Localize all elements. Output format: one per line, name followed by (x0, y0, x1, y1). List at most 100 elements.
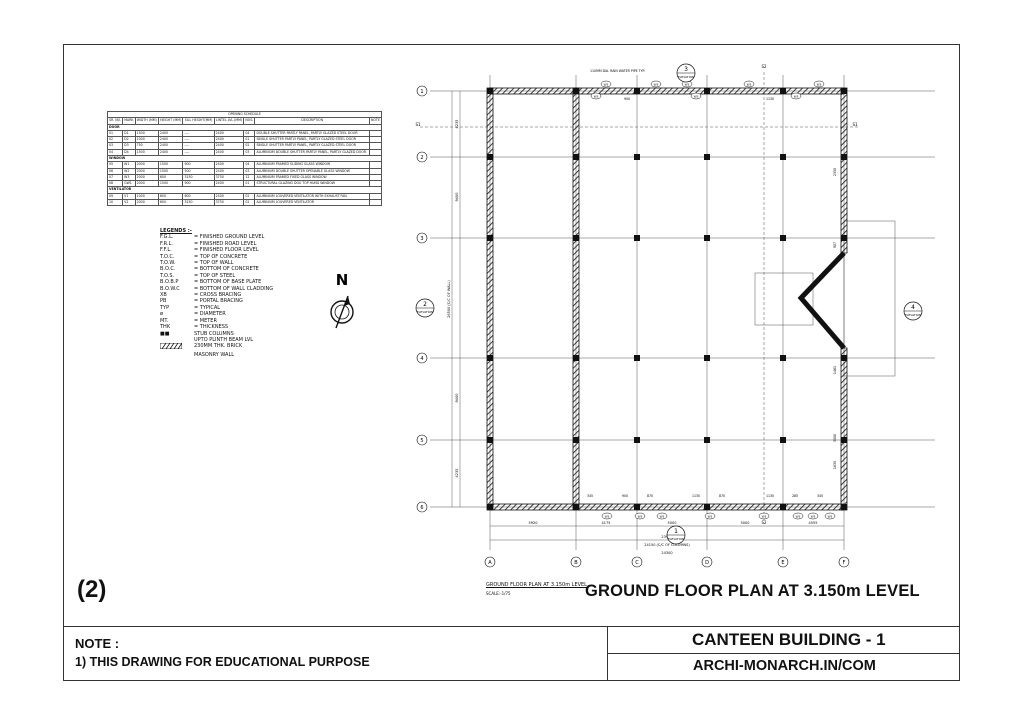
dim-right-text: 2350 (833, 168, 837, 176)
dim-opening-bottom-text: 870 (647, 494, 653, 498)
grid-bubble-row (416, 434, 428, 446)
legend-abbr: B.O.C. (160, 266, 176, 273)
legend-desc: = FINISHED GROUND LEVEL (194, 234, 265, 241)
legend-wall-row-2: MASONRY WALL (160, 352, 273, 358)
dim-opening-bottom-text: 345 (587, 494, 593, 498)
window-tag-text: W3 (708, 515, 713, 519)
column (573, 504, 579, 510)
window-tag-top (690, 92, 702, 100)
elevation-number: 1 (674, 528, 678, 535)
column (487, 154, 493, 160)
dim-vertical-overall-text: 26500 (C/C OF WALL) (447, 280, 451, 318)
window-tag-top (590, 92, 602, 100)
window-tag-text: W3 (654, 83, 659, 87)
schedule-cell: 600 (157, 198, 184, 207)
column (704, 235, 710, 241)
grid-label-row: 2 (420, 155, 423, 161)
dim-opening-bottom-text: 870 (719, 494, 725, 498)
north-label: N (336, 271, 349, 289)
column (573, 355, 579, 361)
legend-item: B.O.W.C= BOTTOM OF WALL CLADDING (160, 286, 273, 292)
porch-outline (843, 220, 896, 377)
legend-abbr: B.O.W.C (160, 285, 180, 292)
grid-label-col: E (781, 560, 784, 566)
drawing-title: GROUND FLOOR PLAN AT 3.150m LEVEL (585, 582, 920, 600)
schedule-cell: 02 (243, 198, 256, 207)
legend-abbr: T.O.C. (160, 253, 175, 260)
column (487, 355, 493, 361)
grid-bubble-col (838, 556, 850, 568)
legend-item: PB= PORTAL BRACING (160, 298, 273, 304)
elevation-label: ELEVATION (417, 310, 433, 314)
dim-overall-outer-text: 24300 (661, 551, 672, 555)
dim-bay-text: 4175 (602, 521, 611, 525)
grid-label-row: 5 (420, 438, 423, 444)
window-tag-text: W3 (762, 515, 767, 519)
legend-item: TYP= TYPICAL (160, 305, 273, 311)
legend-item: T.O.C. = TOP OF CONCRETE (160, 254, 273, 260)
legend-abbr: F.R.L. (160, 240, 173, 247)
wall-right-upper (840, 87, 848, 254)
legend-item: THK= THICKNESS (160, 324, 273, 330)
schedule-cell: ALUMINIUM LOUVERED VENTILATOR (254, 198, 370, 207)
window-tag-top (743, 80, 755, 88)
column (780, 154, 786, 160)
window-tag-bottom (824, 512, 836, 520)
dim-opening-bottom-text: 900 (622, 494, 628, 498)
grid-label-col: C (635, 560, 639, 566)
legend-item: XB= CROSS BRACING (160, 292, 273, 298)
wall-right-lower (840, 347, 848, 511)
wall-bottom (489, 503, 845, 511)
legend-item: B.O.B.P= BOTTOM OF BASE PLATE (160, 279, 273, 285)
wall-partition (572, 87, 580, 511)
dim-row-text: 4235 (455, 120, 459, 129)
window-tag-text: W3 (660, 515, 665, 519)
legend-desc: = TYPICAL (194, 304, 221, 311)
dim-row-text: 9400 (455, 394, 459, 403)
column (780, 88, 786, 94)
window-tag-text: W3 (694, 95, 699, 99)
window-tag-bottom (807, 512, 819, 520)
column (841, 235, 847, 241)
window-tag-bottom (634, 512, 646, 520)
legend-abbr: B.O.B.P (160, 279, 179, 286)
wall-angled-entrance (797, 251, 846, 350)
legend-item: ø = DIAMETER (160, 311, 273, 317)
column (573, 235, 579, 241)
grid-bubble-col (484, 556, 496, 568)
plan-scale: SCALE:-1/75 (486, 591, 511, 596)
legend: LEGENDS :- F.G.L. = FINISHED GROUND LEVEL… (159, 228, 273, 358)
legend-wall-text-2: MASONRY WALL (194, 351, 235, 358)
window-tag-text: W3 (747, 83, 752, 87)
column (704, 437, 710, 443)
schedule-cell: 10 (106, 198, 124, 207)
dim-opening-top-text: 900 (624, 97, 630, 101)
legend-desc: = TOP OF STEEL (194, 272, 236, 279)
dim-bay-text: 5000 (741, 521, 750, 525)
window-tag-top (650, 80, 662, 88)
grid-bubble-row (416, 501, 428, 513)
window-tag-text: W3 (794, 95, 799, 99)
legend-abbr: F.F.L. (160, 247, 172, 254)
column (780, 504, 786, 510)
legend-desc: = TOP OF CONCRETE (194, 253, 248, 260)
sheet-number: (2) (77, 576, 107, 603)
legend-abbr: F.G.L. (160, 234, 174, 241)
legend-wall-text: 230MM THK. BRICK (194, 343, 243, 350)
legend-title: LEGENDS :- (160, 228, 192, 234)
legend-desc: = DIAMETER (194, 311, 226, 318)
window-tag-text: W3 (605, 515, 610, 519)
legend-abbr: ø (160, 311, 164, 318)
wall-left (486, 87, 494, 511)
dim-bay-text: 5920 (529, 521, 538, 525)
window-tag-text: W3 (685, 83, 690, 87)
section-mark-text: S1 (415, 122, 421, 127)
column (573, 154, 579, 160)
grid-bubble-row (416, 151, 428, 163)
legend-desc: = CROSS BRACING (194, 292, 242, 299)
